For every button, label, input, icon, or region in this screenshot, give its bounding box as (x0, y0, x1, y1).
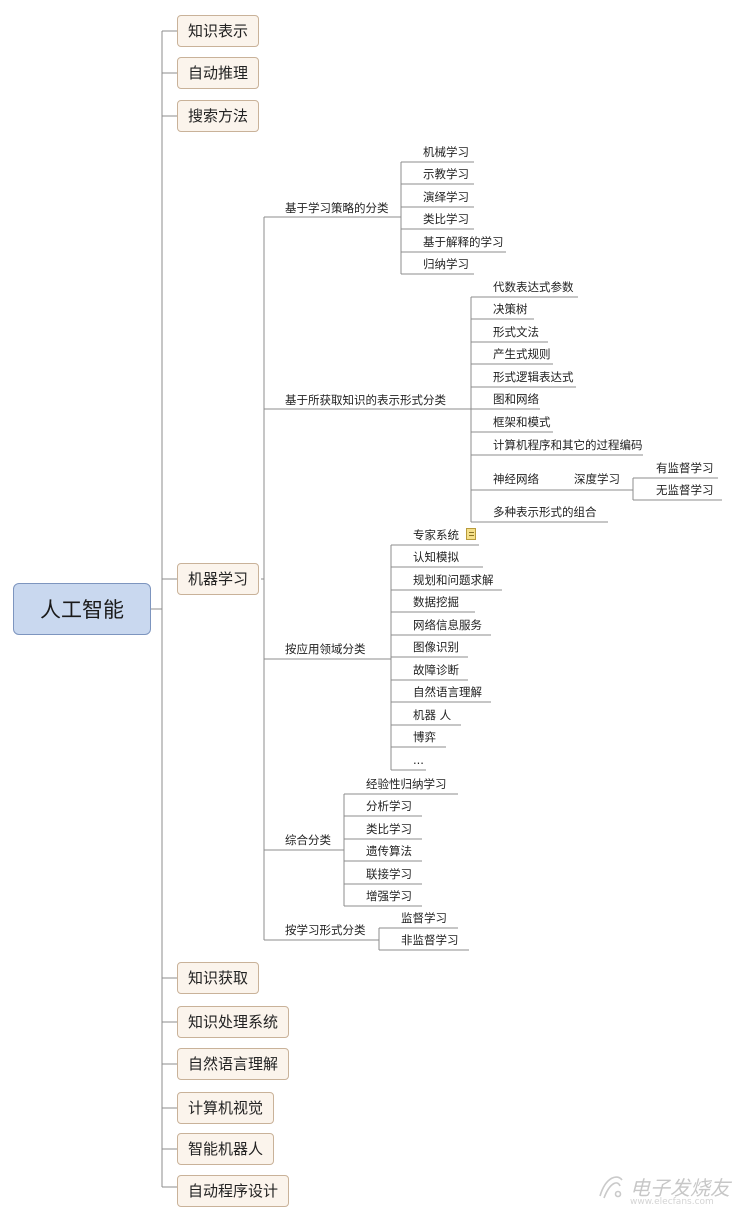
representation-item[interactable]: 多种表示形式的组合 (493, 505, 597, 519)
deep-learning-item[interactable]: 有监督学习 (656, 461, 714, 475)
category-composite[interactable]: 综合分类 (285, 833, 331, 847)
application-item[interactable]: 认知模拟 (413, 550, 459, 564)
representation-item[interactable]: 框架和模式 (493, 415, 551, 429)
application-item-expert-system[interactable]: 专家系统 (413, 528, 459, 542)
representation-item[interactable]: 计算机程序和其它的过程编码 (493, 438, 643, 452)
branch-intelligent-robot[interactable]: 智能机器人 (177, 1133, 275, 1165)
composite-item[interactable]: 分析学习 (366, 799, 412, 813)
application-item-ellipsis[interactable]: ... (413, 753, 424, 767)
representation-item[interactable]: 形式文法 (493, 325, 539, 339)
application-item[interactable]: 博弈 (413, 730, 436, 744)
branch-knowledge-representation[interactable]: 知识表示 (177, 15, 260, 47)
category-knowledge-representation-form[interactable]: 基于所获取知识的表示形式分类 (285, 393, 446, 407)
form-item[interactable]: 非监督学习 (401, 933, 459, 947)
composite-item[interactable]: 经验性归纳学习 (366, 777, 447, 791)
strategy-item[interactable]: 演绎学习 (423, 190, 469, 204)
branch-computer-vision[interactable]: 计算机视觉 (177, 1092, 275, 1124)
strategy-item[interactable]: 基于解释的学习 (423, 235, 504, 249)
form-item[interactable]: 监督学习 (401, 911, 447, 925)
representation-item[interactable]: 决策树 (493, 302, 528, 316)
branch-knowledge-processing-system[interactable]: 知识处理系统 (177, 1006, 290, 1038)
strategy-item[interactable]: 归纳学习 (423, 257, 469, 271)
branch-machine-learning[interactable]: 机器学习 (177, 563, 260, 595)
strategy-item[interactable]: 机械学习 (423, 145, 469, 159)
application-item[interactable]: 自然语言理解 (413, 685, 482, 699)
branch-search-methods[interactable]: 搜索方法 (177, 100, 260, 132)
watermark-logo-icon (599, 1176, 623, 1199)
branch-automatic-programming[interactable]: 自动程序设计 (177, 1175, 290, 1207)
representation-item[interactable]: 产生式规则 (493, 347, 551, 361)
composite-item[interactable]: 类比学习 (366, 822, 412, 836)
application-item[interactable]: 数据挖掘 (413, 595, 459, 609)
representation-item[interactable]: 图和网络 (493, 392, 539, 406)
deep-learning-node[interactable]: 深度学习 (574, 472, 620, 486)
strategy-item[interactable]: 类比学习 (423, 212, 469, 226)
watermark-url: www.elecfans.com (630, 1197, 714, 1207)
watermark-text: 电子发烧友 (630, 1176, 730, 1200)
category-learning-strategy[interactable]: 基于学习策略的分类 (285, 201, 389, 215)
branch-automatic-reasoning[interactable]: 自动推理 (177, 57, 260, 89)
note-icon[interactable] (466, 528, 476, 540)
composite-item[interactable]: 增强学习 (366, 889, 412, 903)
category-learning-form[interactable]: 按学习形式分类 (285, 923, 366, 937)
representation-item[interactable]: 形式逻辑表达式 (493, 370, 574, 384)
strategy-item[interactable]: 示教学习 (423, 167, 469, 181)
composite-item[interactable]: 遗传算法 (366, 844, 412, 858)
watermark: 电子发烧友 www.elecfans.com (596, 1170, 730, 1210)
representation-item[interactable]: 代数表达式参数 (493, 280, 574, 294)
category-application-domain[interactable]: 按应用领域分类 (285, 642, 366, 656)
branch-natural-language-understanding[interactable]: 自然语言理解 (177, 1048, 290, 1080)
application-item[interactable]: 故障诊断 (413, 663, 459, 677)
deep-learning-item[interactable]: 无监督学习 (656, 483, 714, 497)
composite-item[interactable]: 联接学习 (366, 867, 412, 881)
representation-item-neural-network[interactable]: 神经网络 (493, 472, 539, 486)
application-item[interactable]: 规划和问题求解 (413, 573, 494, 587)
branch-knowledge-acquisition[interactable]: 知识获取 (177, 962, 260, 994)
application-item[interactable]: 机器 人 (413, 708, 452, 722)
application-item[interactable]: 网络信息服务 (413, 618, 482, 632)
application-item[interactable]: 图像识别 (413, 640, 459, 654)
root-node[interactable]: 人工智能 (13, 583, 151, 635)
